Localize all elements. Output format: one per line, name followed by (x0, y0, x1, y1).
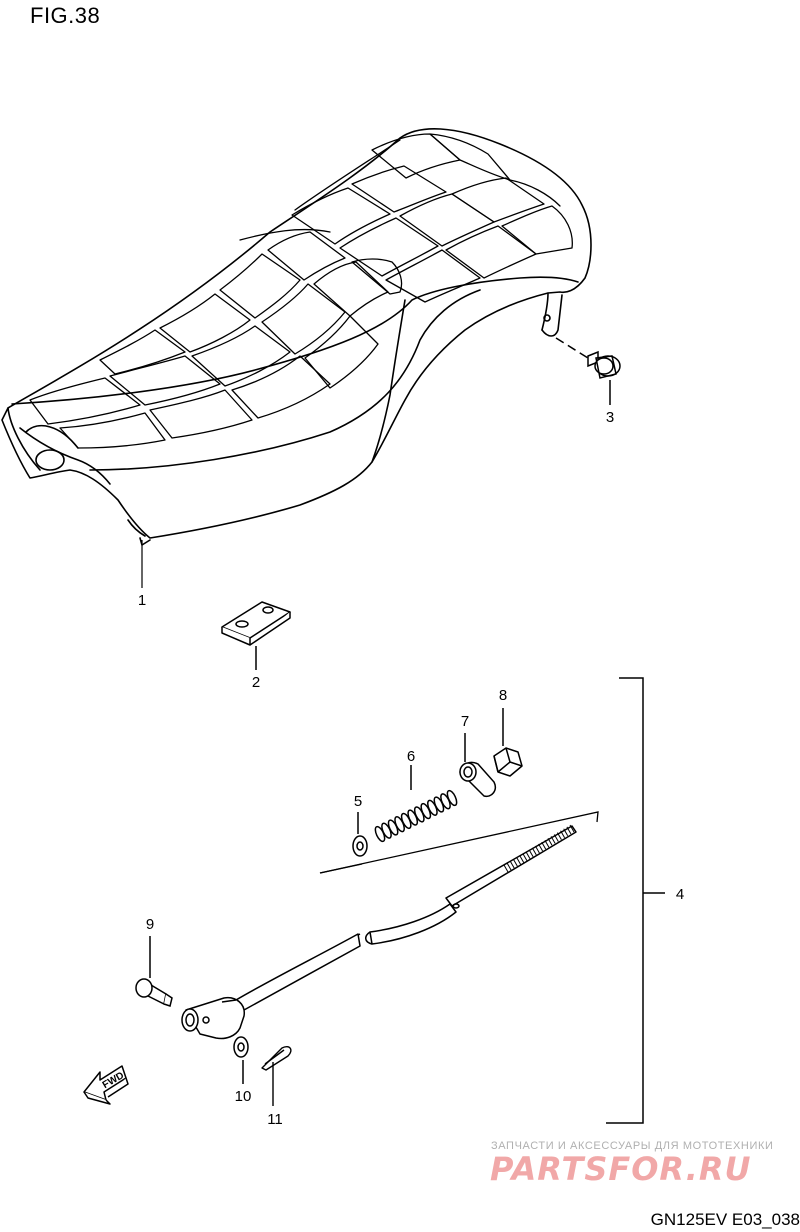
figure-title: FIG.38 (30, 3, 101, 28)
callout-8: 8 (498, 687, 508, 704)
lock-cable-drawing (181, 824, 577, 1040)
spring-6-drawing (374, 765, 458, 843)
callout-10: 10 (234, 1088, 252, 1105)
pin-9-drawing (135, 936, 173, 1007)
callout-1: 1 (137, 592, 147, 609)
callout-5: 5 (353, 793, 363, 810)
assembly-axis-line (319, 811, 599, 874)
nut-8-drawing (493, 708, 523, 777)
callout-3: 3 (605, 409, 615, 426)
callout-11: 11 (267, 1111, 283, 1128)
seat-plate-drawing (221, 601, 291, 670)
collar-7-drawing (459, 733, 496, 798)
callout-7: 7 (460, 713, 470, 730)
watermark-brand: PARTSFOR.RU (490, 1150, 752, 1188)
callout-2: 2 (251, 674, 261, 691)
callout-9: 9 (145, 916, 155, 933)
assembly-bracket (606, 677, 665, 1124)
washer-10-drawing (233, 1036, 249, 1084)
bolt-drawing (555, 337, 621, 405)
cotter-pin-11-drawing (261, 1046, 292, 1106)
washer-5-drawing (352, 812, 368, 857)
watermark-tagline: ЗАПЧАСТИ И АКСЕССУАРЫ ДЛЯ МОТОТЕХНИКИ (491, 1140, 774, 1152)
fwd-direction-marker: FWD (83, 1065, 129, 1105)
callout-4: 4 (675, 886, 685, 903)
drawing-code: GN125EV E03_038 (650, 1210, 800, 1229)
arrow-left-icon (83, 1065, 129, 1105)
seat-drawing (1, 128, 592, 546)
callout-6: 6 (406, 748, 416, 765)
